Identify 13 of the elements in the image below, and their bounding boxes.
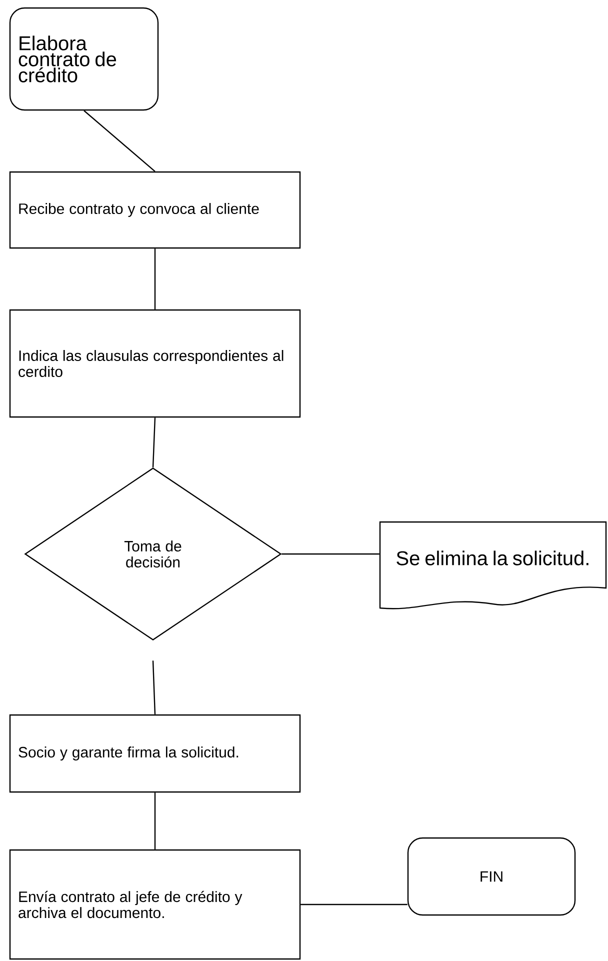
process-box: Socio y garante firma la solicitud. [9,714,301,793]
connector-line [152,418,156,468]
connector-line [282,553,380,555]
process-box: Indica las clausulas correspondientes al cerdito [9,309,301,418]
terminal-box: Elabora contrato de crédito [9,7,159,111]
connector-line [154,248,156,310]
connector-line [152,660,156,714]
connector-line [300,904,408,906]
connector-line [154,792,156,850]
connector-line [84,110,156,172]
process-box: Envía contrato al jefe de crédito y archiva el documento. [9,849,301,960]
process-box: Recibe contrato y convoca al cliente [9,171,301,249]
terminal-box: FIN [407,837,576,916]
